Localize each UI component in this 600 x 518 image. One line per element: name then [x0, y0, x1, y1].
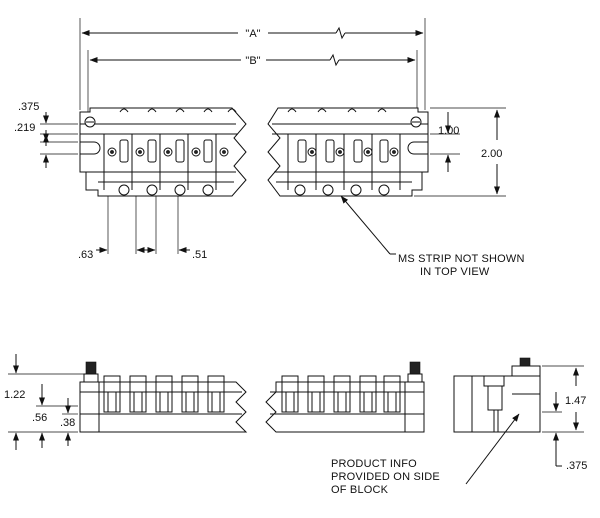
dimension-219: .219 — [14, 122, 78, 168]
product-info-callout: PRODUCT INFO PROVIDED ON SIDE OF BLOCK — [331, 413, 520, 496]
dimension-375-side-label: .375 — [566, 460, 587, 472]
top-view-right — [267, 107, 429, 197]
side-view — [453, 357, 541, 433]
front-view-right — [265, 361, 425, 433]
dimension-200-label: 2.00 — [481, 148, 502, 160]
dimension-122: 1.22 — [4, 354, 84, 450]
dimension-38: .38 — [60, 398, 78, 446]
dimension-147-label: 1.47 — [565, 395, 586, 407]
dimension-63-label: .63 — [78, 249, 93, 261]
ms-strip-note-line2: IN TOP VIEW — [420, 266, 490, 278]
dimension-100-label: 1.00 — [438, 125, 459, 137]
dimension-375-side: .375 — [542, 392, 587, 472]
dimension-a-label: "A" — [245, 28, 260, 40]
dimension-38-label: .38 — [60, 417, 75, 429]
dimension-a: "A" — [79, 18, 426, 110]
dimension-b: "B" — [87, 50, 418, 122]
dimension-219-label: .219 — [14, 122, 35, 134]
dimension-51: .51 — [144, 196, 207, 261]
dimension-200: 2.00 — [414, 107, 506, 197]
front-view-left — [79, 361, 248, 433]
product-info-line3: OF BLOCK — [331, 484, 389, 496]
dimension-51-label: .51 — [192, 249, 207, 261]
top-view-left — [79, 107, 247, 197]
dimension-147: 1.47 — [542, 365, 586, 433]
dimension-56: .56 — [32, 384, 78, 448]
dimension-b-label: "B" — [245, 55, 260, 67]
dimension-122-label: 1.22 — [4, 389, 25, 401]
dimension-375-top-label: .375 — [18, 101, 39, 113]
product-info-line2: PROVIDED ON SIDE — [331, 471, 440, 483]
dimension-56-label: .56 — [32, 412, 47, 424]
dimension-100: 1.00 — [430, 112, 460, 172]
ms-strip-note-line1: MS STRIP NOT SHOWN — [398, 253, 525, 265]
product-info-line1: PRODUCT INFO — [331, 458, 417, 470]
dimension-63: .63 — [78, 196, 148, 261]
ms-strip-callout: MS STRIP NOT SHOWN IN TOP VIEW — [340, 195, 525, 278]
